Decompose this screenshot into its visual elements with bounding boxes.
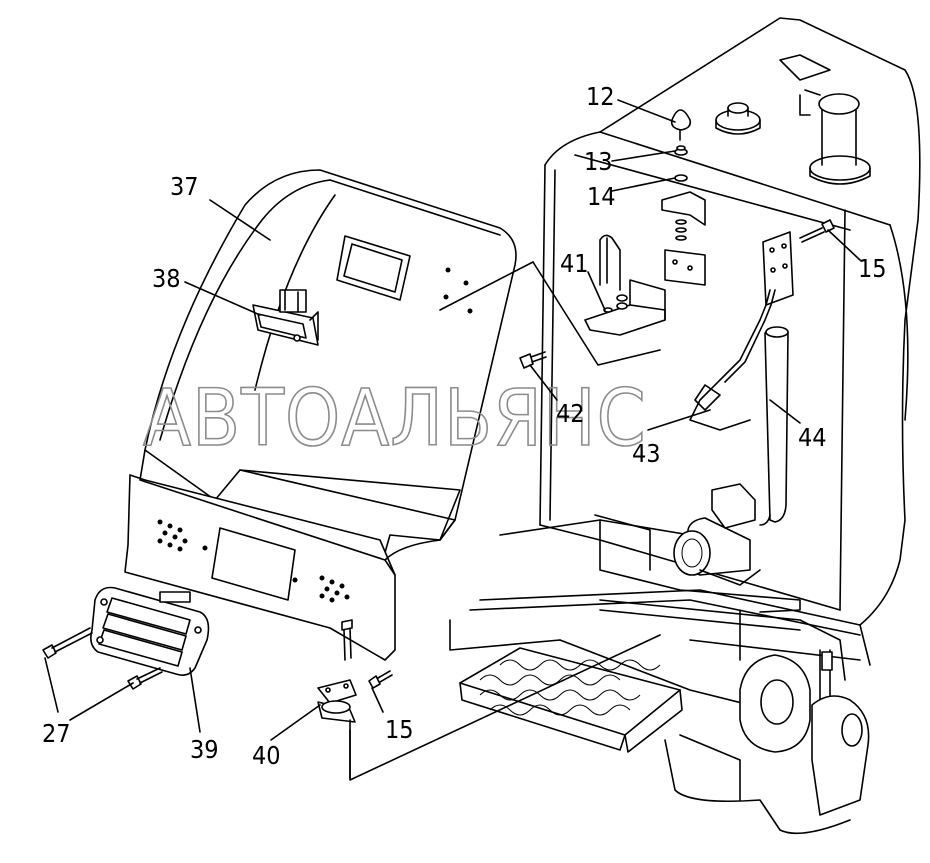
callout-42: 42 — [556, 399, 585, 428]
bracket-part-41 — [584, 234, 666, 336]
tube-part-44 — [759, 326, 789, 526]
callout-14: 14 — [587, 182, 616, 211]
seat-latch-part-38 — [252, 289, 319, 346]
filler-cap-icon — [715, 102, 761, 135]
leader-guide — [532, 261, 661, 366]
callout-37: 37 — [170, 172, 199, 201]
pivot-bracket-icon — [739, 654, 870, 816]
leader-guide-seat — [439, 261, 534, 311]
callout-15-upper: 15 — [858, 254, 887, 283]
callout-41: 41 — [560, 249, 589, 278]
window-cutout-icon — [336, 235, 411, 301]
callout-44: 44 — [798, 423, 827, 452]
chassis-frame — [449, 514, 871, 835]
callout-leaders — [44, 99, 861, 741]
grille-part-39 — [90, 586, 210, 676]
exhaust-stack-icon — [779, 54, 871, 185]
callout-13: 13 — [584, 147, 613, 176]
callout-15-lower: 15 — [385, 715, 414, 744]
hinge-part-40 — [317, 679, 357, 723]
callout-12: 12 — [586, 82, 615, 111]
callout-labels: 12 13 14 15 37 38 41 42 43 44 27 39 40 1… — [42, 82, 887, 770]
cab-body — [539, 17, 921, 626]
pump-motor-icon — [673, 483, 761, 586]
beacon-bracket — [661, 191, 706, 286]
vent-holes-icon — [157, 267, 473, 603]
washer-part-13 — [674, 145, 688, 156]
bolt-part-15-upper — [799, 219, 835, 243]
beacon-part-12 — [670, 109, 692, 141]
callout-27: 27 — [42, 719, 71, 748]
bolt-part-27 — [42, 627, 163, 690]
callout-40: 40 — [252, 741, 281, 770]
seat-part-37 — [124, 169, 517, 661]
watermark-text: АВТОАЛЬЯНС — [143, 374, 647, 464]
callout-43: 43 — [632, 439, 661, 468]
step-ladder — [459, 647, 683, 753]
cable-assembly — [689, 231, 794, 431]
bolt-part-15-lower — [341, 619, 393, 689]
washer-part-14 — [674, 174, 688, 182]
callout-39: 39 — [190, 735, 219, 764]
callout-38: 38 — [152, 264, 181, 293]
